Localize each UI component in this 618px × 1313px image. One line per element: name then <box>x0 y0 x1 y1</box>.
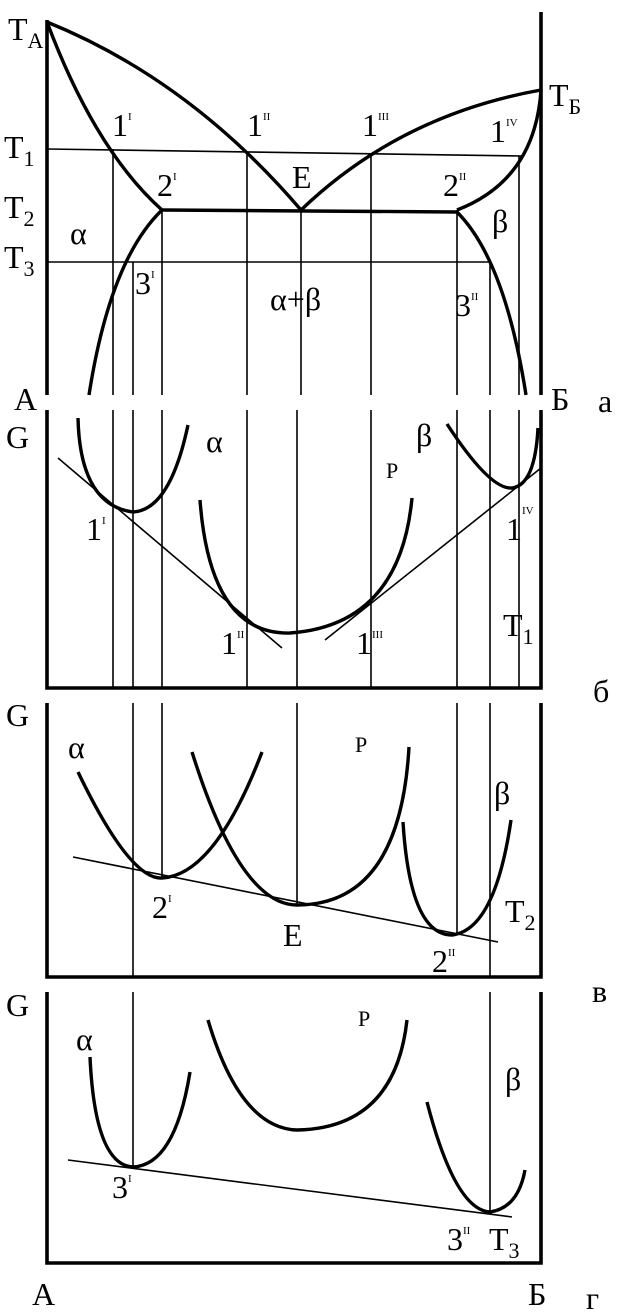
label-axis-A: А <box>14 381 37 417</box>
label-alpha-b: α <box>206 423 223 459</box>
panel-b-frame <box>45 410 543 690</box>
tangent-common-T2 <box>72 856 499 943</box>
label-point-3II-d: 3II <box>447 1221 471 1257</box>
g-curve-beta-T3 <box>425 1101 527 1214</box>
g-curve-alpha-T1 <box>76 417 190 514</box>
gibbs-panel-T2: G α Р β 2I Е 2II T2 в <box>6 697 607 1009</box>
solvus-beta <box>455 210 528 396</box>
g-curve-liquid-T1 <box>198 497 414 635</box>
label-T3-d: T3 <box>489 1221 520 1263</box>
g-curve-beta-T1 <box>445 423 540 490</box>
label-panel-b: б <box>593 673 609 709</box>
g-curve-liquid-T3 <box>206 1019 409 1132</box>
label-TB: TБ <box>549 77 581 119</box>
label-panel-a: а <box>598 383 612 419</box>
projection-lines-d <box>132 992 491 1212</box>
label-eutectic-E: Е <box>292 159 312 195</box>
label-point-2I-c: 2I <box>152 889 172 925</box>
label-panel-d: г <box>586 1280 599 1313</box>
label-T1: T1 <box>4 129 35 171</box>
solvus-alpha <box>87 208 164 396</box>
label-point-1III-b: 1III <box>356 625 383 661</box>
label-point-2II-c: 2II <box>432 943 456 979</box>
projection-lines-b <box>112 410 520 688</box>
label-TA: TА <box>8 11 44 53</box>
phase-diagram-panel: TА TБ T1 T2 T3 1I 1II 1III 1IV 2I 2II 3I… <box>4 11 612 419</box>
label-axis-A-bottom: А <box>32 1276 55 1312</box>
label-point-1IV-b: 1IV <box>506 505 534 547</box>
label-beta-region: β <box>492 203 508 239</box>
label-P-d: Р <box>358 1006 370 1031</box>
label-alpha-beta-region: α+β <box>270 281 321 317</box>
g-curve-alpha-T2 <box>76 751 264 880</box>
tangent-liquid-beta <box>324 467 542 641</box>
label-point-1III: 1III <box>362 107 389 143</box>
label-eutectic-E-c: Е <box>283 917 303 953</box>
label-P-c: Р <box>355 732 367 757</box>
label-point-1I-b: 1I <box>86 511 106 547</box>
label-panel-c: в <box>592 973 607 1009</box>
liquidus-beta <box>299 88 542 212</box>
gibbs-panel-T3: G α Р β 3I 3II T3 А Б г <box>6 987 599 1313</box>
panel-d-frame <box>45 992 543 1265</box>
projection-lines-c <box>132 703 491 977</box>
label-point-2II: 2II <box>443 167 467 203</box>
label-alpha-c: α <box>68 729 85 765</box>
label-G-b: G <box>6 419 29 455</box>
gibbs-panel-T1: G α β Р 1I 1II 1III 1IV T1 б <box>6 410 609 709</box>
label-point-3II: 3II <box>455 287 479 323</box>
tangent-alpha-liquid <box>57 457 283 649</box>
label-G-d: G <box>6 987 29 1023</box>
label-T2: T2 <box>4 189 35 231</box>
label-G-c: G <box>6 697 29 733</box>
label-T3: T3 <box>4 239 35 281</box>
label-alpha-d: α <box>76 1021 93 1057</box>
label-T1-b: T1 <box>503 607 534 649</box>
label-P-b: Р <box>386 458 398 483</box>
label-beta-b: β <box>416 417 432 453</box>
label-axis-B-bottom: Б <box>528 1276 546 1312</box>
liquidus-alpha <box>46 20 303 212</box>
solidus-beta <box>456 89 543 212</box>
label-beta-c: β <box>494 775 510 811</box>
label-point-1IV: 1IV <box>490 113 518 149</box>
label-point-1II-b: 1II <box>221 625 245 661</box>
label-alpha-region: α <box>70 215 87 251</box>
isotherm-T1 <box>46 148 523 157</box>
g-curve-liquid-T2 <box>190 746 411 907</box>
label-point-1I: 1I <box>112 107 132 143</box>
label-point-3I-d: 3I <box>112 1169 132 1205</box>
label-point-1II: 1II <box>247 107 271 143</box>
label-point-3I: 3I <box>135 265 155 301</box>
label-T2-c: T2 <box>505 893 536 935</box>
label-point-2I: 2I <box>157 167 177 203</box>
solidus-alpha <box>45 21 164 212</box>
label-axis-B: Б <box>551 381 569 417</box>
panel-c-frame <box>45 703 543 979</box>
projection-lines <box>112 149 520 395</box>
g-curve-beta-T2 <box>401 819 513 937</box>
tangent-common-T3 <box>67 1159 513 1218</box>
eutectic-line <box>161 208 458 214</box>
g-curve-alpha-T3 <box>88 1056 192 1169</box>
label-beta-d: β <box>505 1061 521 1097</box>
